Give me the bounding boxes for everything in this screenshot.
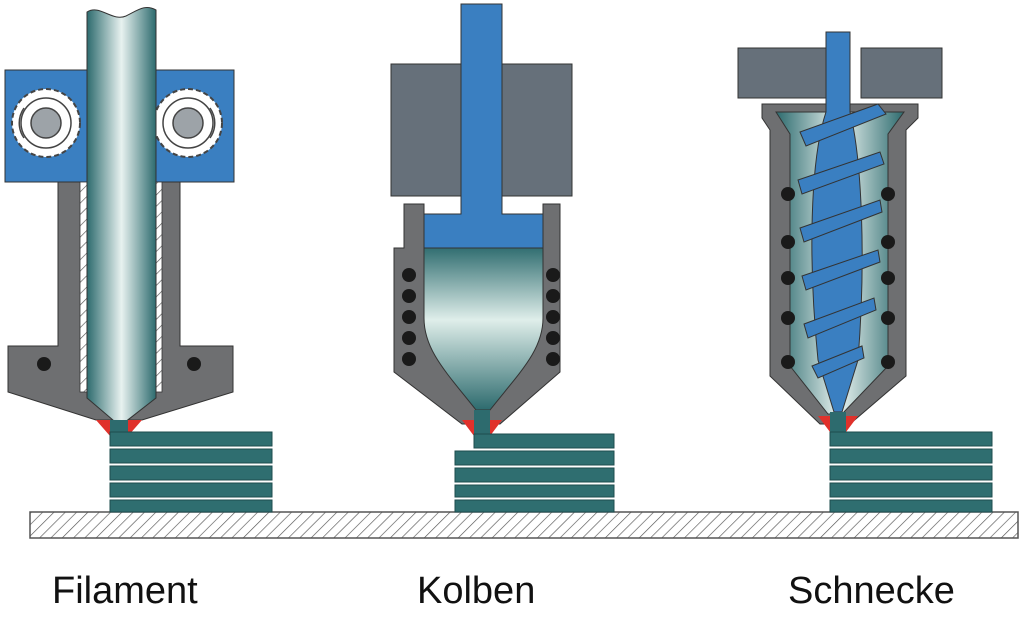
label-filament: Filament: [52, 570, 198, 612]
printed-layers: [454, 433, 615, 513]
label-kolben: Kolben: [417, 570, 536, 612]
build-plate: [29, 511, 1019, 539]
filament-strand: [86, 7, 157, 427]
drive-gear-left-icon: [11, 88, 81, 158]
motor-block-left: [737, 47, 841, 99]
filament-extruder: [4, 7, 273, 513]
label-schnecke: Schnecke: [788, 570, 955, 612]
motor-block-right: [860, 47, 943, 99]
nozzle-heated-tip: [96, 420, 110, 436]
screw-flights: [797, 103, 887, 379]
heater-holes: [402, 268, 560, 366]
heater-hole: [37, 357, 51, 371]
nozzle-heated-tip: [490, 420, 502, 436]
printed-layers: [829, 431, 993, 513]
heater-hole: [187, 357, 201, 371]
nozzle-heated-tip: [818, 416, 830, 432]
nozzle-heated-tip: [462, 420, 474, 436]
piston-extruder: [390, 3, 615, 513]
heater-holes: [781, 187, 895, 369]
screw-extruder: [737, 31, 993, 513]
printed-layers: [109, 431, 273, 513]
drive-gear-right-icon: [153, 88, 223, 158]
piston-rod: [423, 3, 544, 249]
nozzle-heated-tip: [846, 416, 858, 432]
